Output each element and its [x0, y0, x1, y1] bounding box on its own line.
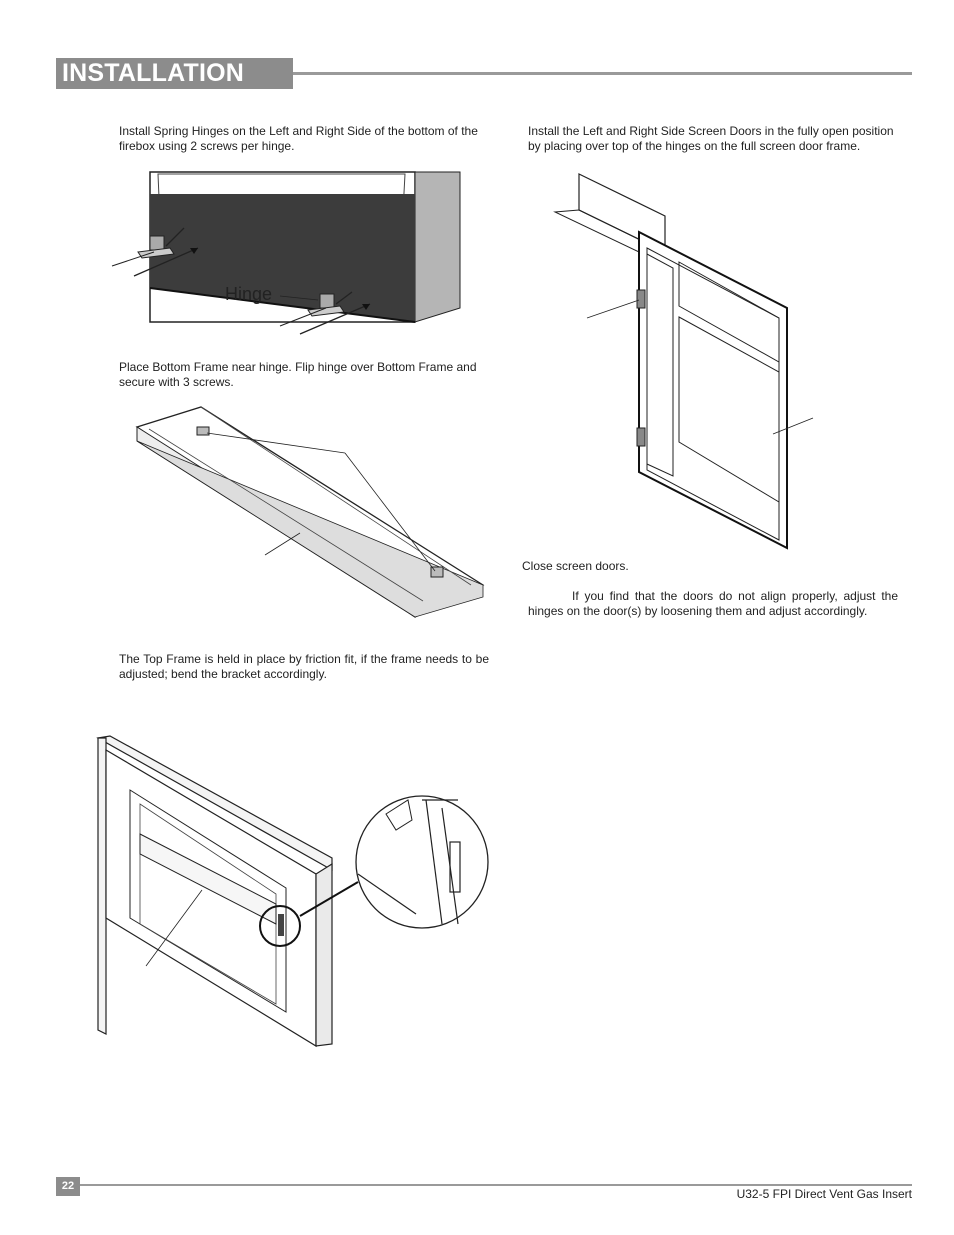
step-5-instructions: Close screen doors.	[522, 559, 629, 573]
figure-hinge-installation	[111, 171, 461, 335]
figure-bottom-frame	[135, 406, 485, 618]
page-number: 22	[56, 1177, 80, 1196]
hinge-label: Hinge	[225, 284, 273, 304]
hinge-right	[307, 293, 345, 317]
footer-divider	[80, 1184, 912, 1186]
step-2-instructions: Place Bottom Frame near hinge. Flip hing…	[119, 360, 477, 389]
figure-screen-doors	[553, 173, 814, 550]
step-1-instructions: Install Spring Hinges on the Left and Ri…	[119, 124, 478, 153]
figure-top-frame	[96, 735, 489, 1048]
alignment-note: If you find that the doors do not align …	[528, 589, 898, 618]
step-4-instructions: Install the Left and Right Side Screen D…	[528, 124, 894, 153]
section-title: INSTALLATION	[56, 58, 293, 89]
step-3-instructions: The Top Frame is held in place by fricti…	[119, 652, 489, 681]
header-divider	[293, 72, 912, 75]
document-title: U32-5 FPI Direct Vent Gas Insert	[736, 1187, 912, 1201]
